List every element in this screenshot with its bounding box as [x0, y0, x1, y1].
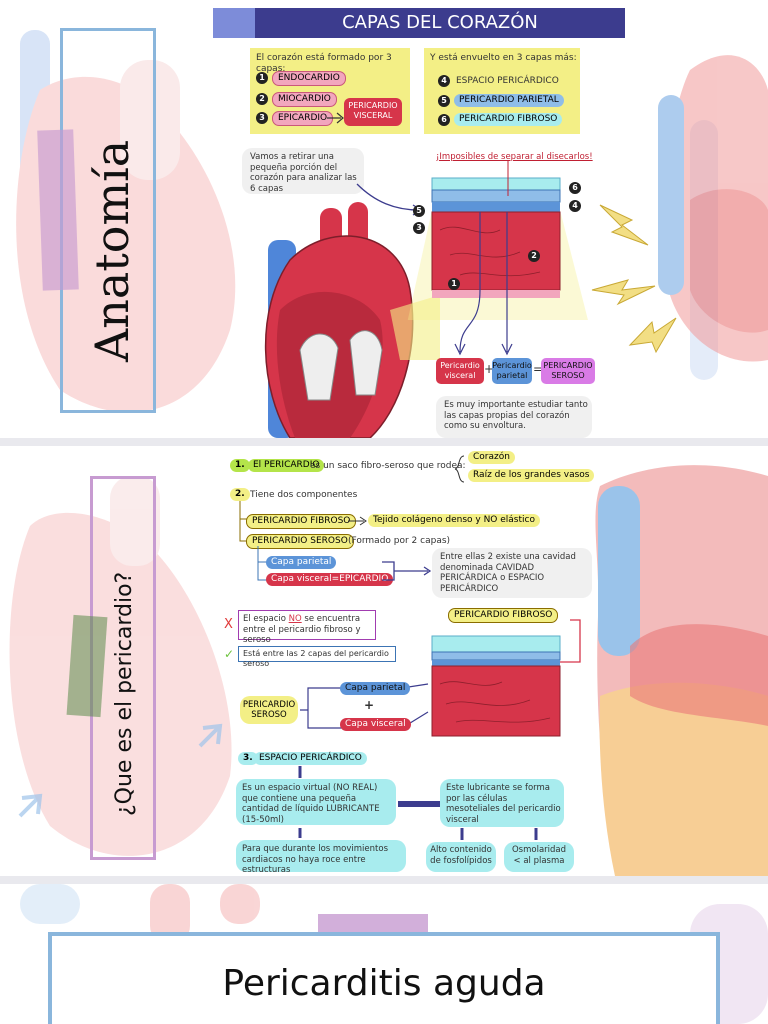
- eq-parietal: Pericardio parietal: [492, 358, 532, 384]
- connector-lines: [300, 683, 429, 729]
- plus-sign: +: [364, 698, 375, 712]
- seroso-left-label: PERICARDIO SEROSO: [240, 696, 298, 724]
- tape-decoration: [66, 614, 108, 718]
- capa-visceral: Capa visceral: [340, 718, 411, 731]
- title-bar-accent: [213, 8, 255, 38]
- arrows: [454, 212, 513, 356]
- capa-parietal: Capa parietal: [340, 682, 411, 695]
- visceral-label: PERICARDIO VISCERAL: [344, 98, 402, 126]
- wrong-no: NO: [288, 614, 302, 624]
- serous-label: PERICARDIO SEROSO: [246, 534, 354, 549]
- brace-icon: [454, 455, 465, 483]
- serous-note: (Formado por 2 capas): [348, 536, 451, 546]
- layer-number: 4: [438, 75, 450, 87]
- arrow-icon: [348, 516, 367, 526]
- block-number: 5: [413, 205, 425, 217]
- eq-plus: +: [484, 362, 495, 376]
- osmolarity-box: [504, 842, 574, 872]
- parietal-layer: Capa parietal: [266, 556, 337, 569]
- endocardio-label: ENDOCARDIO: [272, 71, 346, 86]
- epicardio-label: EPICARDIO: [272, 111, 334, 126]
- wrong-prefix: El espacio: [243, 614, 289, 624]
- slide-pericarditis: Pericarditis aguda: [0, 884, 768, 1024]
- surrounds-item: Corazón: [468, 451, 515, 464]
- pericardio-definition: es un saco fibro-seroso que rodea:: [310, 461, 466, 471]
- slide-pericardio: ¿Que es el pericardio? 1. El PERICARDIO …: [0, 446, 768, 876]
- fibroso-tag: PERICARDIO FIBROSO: [448, 608, 559, 623]
- purpose-text: Para que durante los movimientos cardiac…: [242, 844, 388, 875]
- phospholipids-box: [426, 842, 496, 872]
- tape-decoration: [37, 129, 79, 291]
- visceral-layer: Capa visceral=EPICARDIO: [266, 573, 394, 586]
- pericardio-fibroso-label: PERICARDIO FIBROSO: [454, 113, 563, 126]
- layer-block-diagram: [431, 619, 581, 737]
- heart-illustration: [264, 202, 440, 438]
- miocardio-label: MIOCARDIO: [272, 92, 337, 107]
- note-bubble: [432, 548, 592, 598]
- note-bubble: [242, 148, 364, 194]
- formed-caption: El corazón está formado por 3 capas:: [256, 53, 392, 74]
- note-bubble: [436, 396, 592, 438]
- important-note: Es muy importante estudiar tanto las cap…: [444, 400, 588, 431]
- lubricant-box: [440, 779, 564, 827]
- layer-block-diagram: [407, 160, 588, 320]
- espacio-pericardico-label: ESPACIO PERICÁRDICO: [456, 76, 559, 86]
- fibrous-label: PERICARDIO FIBROSO: [246, 514, 357, 529]
- eq-equals: =: [533, 362, 544, 376]
- osmolarity-text: Osmolaridad < al plasma: [511, 845, 567, 866]
- pericardio-parietal-label: PERICARDIO PARIETAL: [454, 94, 564, 107]
- wrong-note-box: El espacio NO se encuentra entre el peri…: [238, 610, 376, 645]
- page-title: CAPAS DEL CORAZÓN: [255, 8, 625, 38]
- phospholipids-text: Alto contenido de fosfolípidos: [430, 845, 492, 866]
- purpose-box: [236, 840, 406, 872]
- layer-number: 1: [256, 72, 268, 84]
- eq-serous: PERICARDIO SEROSO: [541, 358, 595, 384]
- layer-number: 6: [438, 114, 450, 126]
- bracket-arrow: [382, 561, 432, 581]
- slide-title: Pericarditis aguda: [222, 963, 546, 1004]
- title-frame: [48, 932, 720, 1024]
- block-number: 1: [448, 278, 460, 290]
- virtual-space-text: Es un espacio virtual (NO REAL) que cont…: [242, 783, 380, 825]
- cavity-note: Entre ellas 2 existe una cavidad denomin…: [440, 552, 576, 594]
- layer-number: 5: [438, 95, 450, 107]
- cross-icon: X: [224, 617, 233, 632]
- virtual-space-box: [236, 779, 396, 825]
- block-number: 2: [528, 250, 540, 262]
- side-title: ¿Que es el pericardio?: [112, 571, 137, 816]
- inseparable-note: ¡Imposibles de separar al disecarlos!: [436, 152, 593, 162]
- point-number: 3.: [238, 752, 258, 765]
- slide-anatomia: Anatomía CAPAS DEL CORAZÓN El corazón es…: [0, 0, 768, 438]
- block-number: 6: [569, 182, 581, 194]
- layer-number: 3: [256, 112, 268, 124]
- arrow-icon: [327, 112, 344, 124]
- block-number: 3: [413, 222, 425, 234]
- lubricant-text: Este lubricante se forma por las células…: [446, 783, 561, 825]
- fibrous-description: Tejido colágeno denso y NO elástico: [368, 514, 540, 527]
- surrounds-item: Raíz de los grandes vasos: [468, 469, 595, 482]
- espacio-term: ESPACIO PERICÁRDICO: [254, 752, 367, 765]
- remove-note: Vamos a retirar una pequeña porción del …: [250, 152, 357, 194]
- point-number: 2.: [230, 488, 250, 501]
- pericardio-term: El PERICARDIO: [248, 459, 325, 472]
- components-caption: Tiene dos componentes: [250, 490, 358, 500]
- check-icon: ✓: [224, 647, 235, 661]
- wrong-suffix: se encuentra entre el pericardio fibroso…: [243, 614, 361, 645]
- side-title: Anatomía: [85, 139, 139, 362]
- background-art: [9, 465, 768, 876]
- block-number: 4: [569, 200, 581, 212]
- eq-visceral: Pericardio visceral: [436, 358, 484, 384]
- layer-number: 2: [256, 93, 268, 105]
- wrapped-caption: Y está envuelto en 3 capas más:: [430, 53, 577, 63]
- flow-lines: [298, 766, 538, 840]
- right-note-box: Está entre las 2 capas del pericardio se…: [238, 646, 396, 668]
- right-note: Está entre las 2 capas del pericardio se…: [243, 649, 389, 668]
- point-number: 1.: [230, 459, 250, 472]
